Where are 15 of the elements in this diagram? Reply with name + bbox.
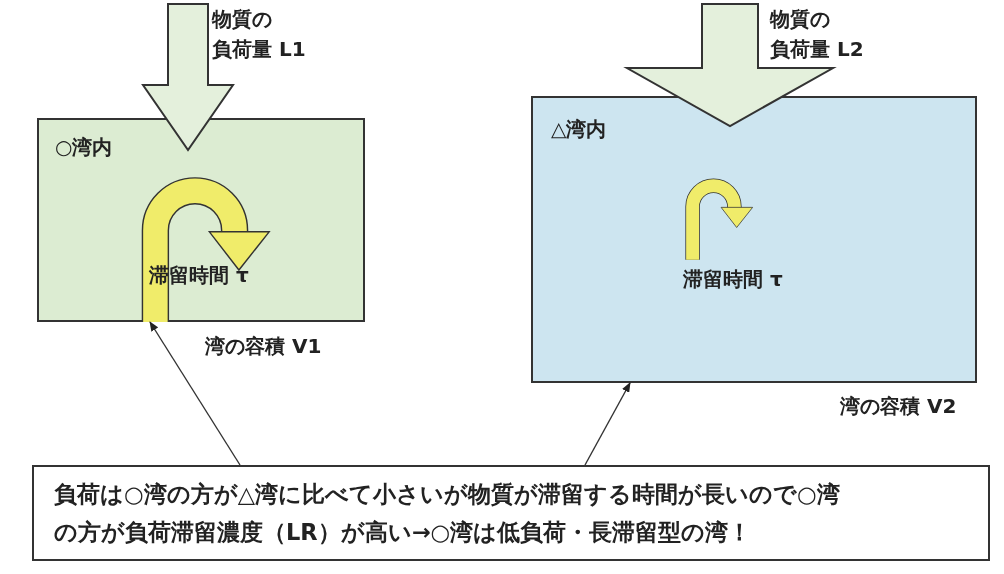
bay-label: △湾内 [551,116,607,143]
note-text: 負荷は○湾の方が△湾に比べて小さいが物質が滞留する時間が長いので○湾の方が負荷滞留濃度（LR）が高い→○湾は低負荷・長滞留型の湾！ [54,480,841,547]
bay-box [531,96,977,383]
block-arrow [141,3,235,152]
load-label: 物質の負荷量 L2 [770,6,864,63]
leader-arrow [584,382,631,466]
load-label: 物質の負荷量 L1 [212,6,306,63]
block-arrow [623,3,837,128]
volume-label: 湾の容積 V2 [840,393,957,420]
bay-label: ○湾内 [55,134,113,161]
residence-time-label: 滞留時間 τ [683,266,783,293]
note-box [32,465,990,561]
leader-arrow [149,321,241,466]
volume-label: 湾の容積 V1 [205,333,322,360]
bay-box [37,118,365,322]
